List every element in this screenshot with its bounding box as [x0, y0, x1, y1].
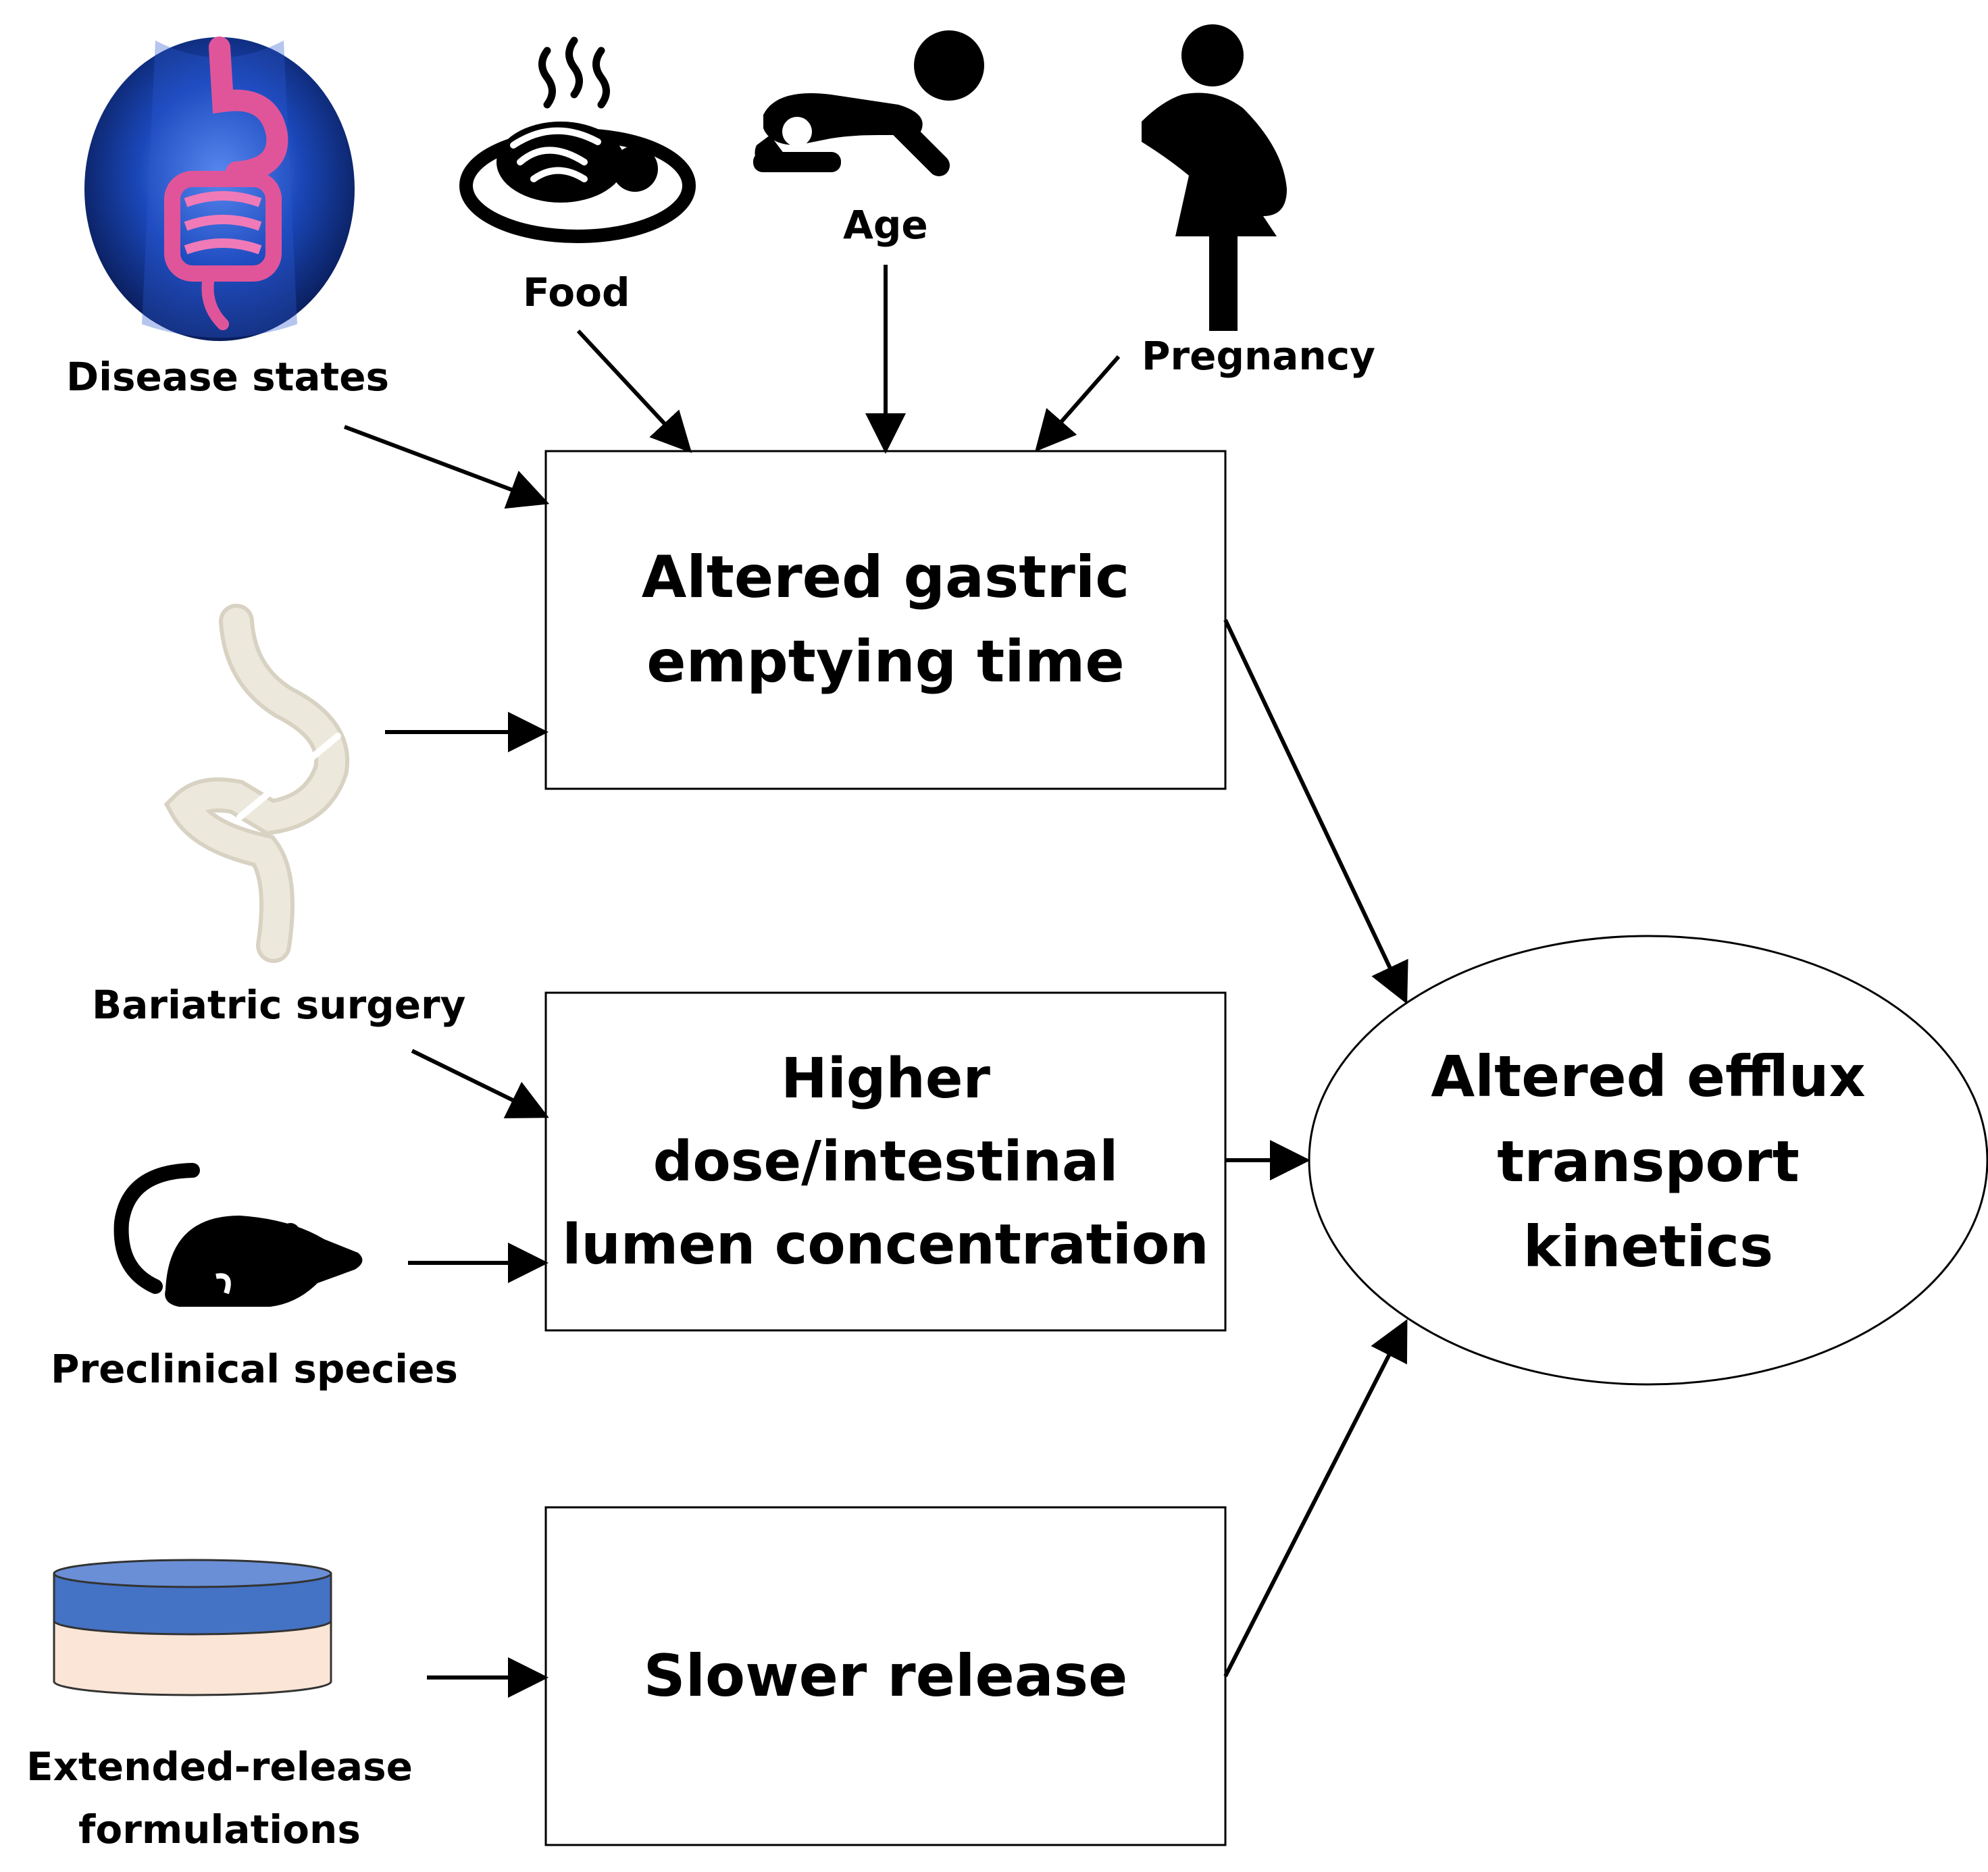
- gastric-line1: Altered gastric: [641, 544, 1130, 612]
- gastric-emptying-text: Altered gastric emptying time: [546, 451, 1225, 789]
- outcome-line2: transport: [1497, 1128, 1800, 1195]
- bariatric-surgery-label: Bariatric surgery: [92, 982, 466, 1028]
- crawling-baby-icon: [753, 30, 984, 176]
- release-line1: Slower release: [643, 1642, 1128, 1710]
- dose-concentration-box: [544, 991, 1227, 1332]
- arrow-surgery-to-dose: [411, 1049, 549, 1118]
- age-label: Age: [843, 202, 928, 248]
- slower-release-text: Slower release: [546, 1507, 1225, 1845]
- extended-release-label: Extended-release formulations: [20, 1736, 419, 1861]
- arrow-disease-to-gastric: [343, 425, 550, 509]
- arrow-pregnancy-to-gastric: [1035, 355, 1121, 452]
- gastric-line2: emptying time: [646, 628, 1125, 696]
- stomach-surgery-icon: [163, 604, 350, 963]
- gastric-emptying-box: [544, 450, 1227, 790]
- dose-line1: Higher: [781, 1046, 990, 1111]
- extended-release-line2: formulations: [78, 1806, 361, 1852]
- food-label: Food: [523, 269, 630, 315]
- arrow-release-to-outcome: [1223, 1319, 1408, 1678]
- preclinical-species-label: Preclinical species: [51, 1346, 458, 1392]
- tablet-layers-icon: [53, 1559, 332, 1696]
- pregnancy-label: Pregnancy: [1142, 333, 1375, 379]
- mouse-icon: [113, 1163, 363, 1307]
- dose-line2: dose/intestinal: [653, 1129, 1119, 1194]
- extended-release-line1: Extended-release: [26, 1744, 413, 1790]
- food-plate-icon: [459, 36, 696, 243]
- dose-line3: lumen concentration: [562, 1212, 1209, 1277]
- disease-states-label: Disease states: [66, 354, 390, 400]
- arrow-food-to-gastric: [576, 329, 692, 453]
- outcome-line3: kinetics: [1523, 1214, 1774, 1280]
- arrow-gastric-to-outcome: [1223, 619, 1408, 1004]
- dose-concentration-text: Higher dose/intestinal lumen concentrati…: [546, 993, 1225, 1330]
- pregnant-woman-icon: [1142, 24, 1287, 331]
- efflux-kinetics-text: Altered efflux transport kinetics: [1344, 979, 1952, 1344]
- outcome-line1: Altered efflux: [1431, 1043, 1866, 1110]
- intestine-body-icon: [84, 36, 355, 341]
- slower-release-box: [544, 1506, 1227, 1846]
